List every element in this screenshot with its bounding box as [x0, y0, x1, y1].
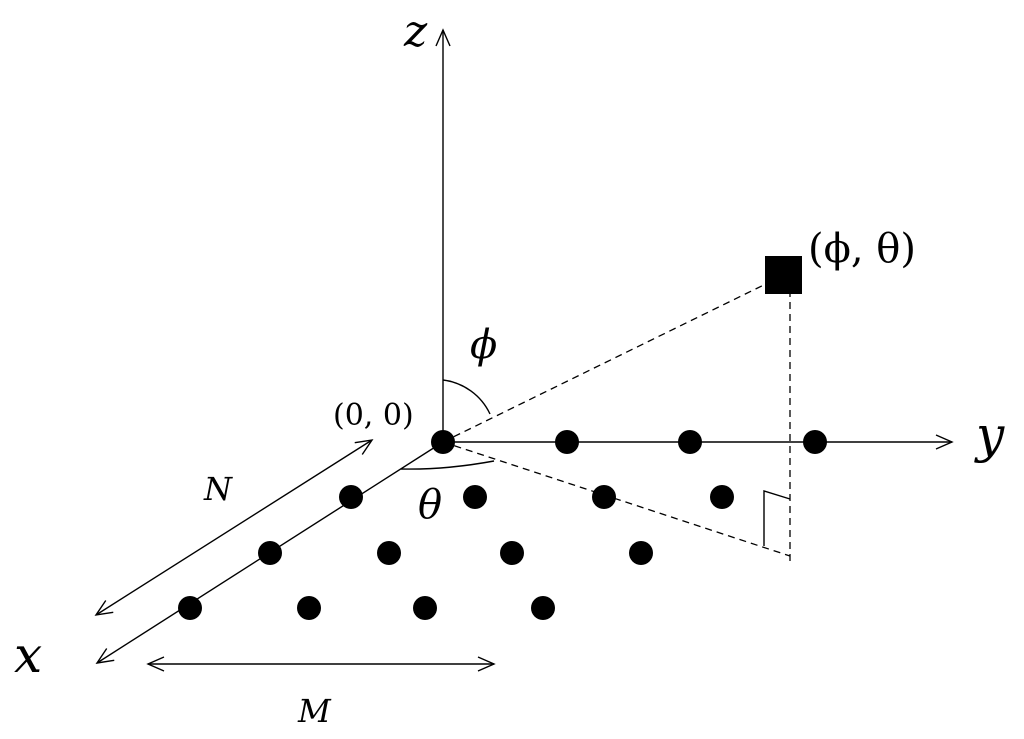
array-element [555, 430, 579, 454]
x-axis-label: x [14, 626, 42, 684]
array-elements [178, 430, 827, 620]
projection-line [442, 441, 791, 557]
direction-line [442, 277, 779, 443]
array-element [463, 485, 487, 509]
phi-arc [442, 379, 491, 415]
m-dimension-label: M [297, 692, 332, 730]
array-element [531, 596, 555, 620]
array-element [339, 485, 363, 509]
array-element [500, 541, 524, 565]
theta-label: θ [418, 482, 442, 528]
phi-label: ϕ [470, 322, 497, 368]
array-element [710, 485, 734, 509]
array-element [413, 596, 437, 620]
source-marker [765, 256, 802, 294]
array-element [803, 430, 827, 454]
y-axis-label: y [974, 406, 1005, 464]
array-element [258, 541, 282, 565]
array-element [592, 485, 616, 509]
n-dimension-arrow [94, 439, 374, 616]
array-element [297, 596, 321, 620]
array-element [431, 430, 455, 454]
right-angle-marker [763, 490, 791, 546]
array-element [629, 541, 653, 565]
array-element [678, 430, 702, 454]
theta-arc [400, 460, 495, 470]
n-dimension-label: N [203, 470, 233, 508]
origin-label: (0, 0) [333, 398, 414, 433]
array-element [178, 596, 202, 620]
source-label: (ϕ, θ) [808, 226, 916, 272]
z-axis-label: z [403, 6, 428, 57]
array-element [377, 541, 401, 565]
